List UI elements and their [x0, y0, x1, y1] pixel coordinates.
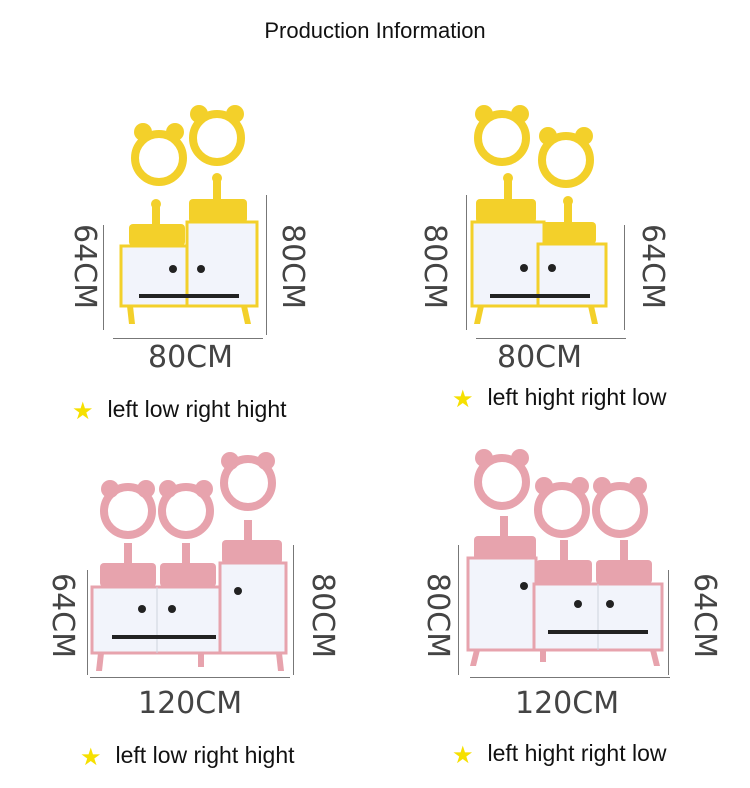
height-label-left: 80CM — [420, 572, 456, 659]
variant-caption: ★left hight right low — [452, 740, 667, 769]
star-icon: ★ — [452, 386, 474, 413]
width-label: 80CM — [148, 340, 234, 375]
star-icon: ★ — [72, 398, 94, 425]
variant-caption: ★left hight right low — [452, 384, 667, 413]
height-label-left: 80CM — [417, 223, 453, 310]
width-label: 80CM — [497, 340, 583, 375]
cabinet-illustration — [466, 449, 664, 666]
height-label-left: 64CM — [67, 223, 103, 310]
height-label-left: 64CM — [45, 572, 81, 659]
bear-ear-mirror-icon — [538, 127, 594, 188]
height-label-right: 80CM — [305, 572, 341, 659]
bear-ear-mirror-icon — [131, 123, 187, 186]
cabinet-illustration — [90, 452, 288, 671]
width-label: 120CM — [515, 686, 620, 721]
cabinet-illustration — [119, 105, 259, 324]
star-icon: ★ — [452, 742, 474, 769]
height-label-right: 64CM — [687, 572, 723, 659]
star-icon: ★ — [80, 744, 102, 771]
variant-caption: ★left low right hight — [72, 396, 287, 425]
height-label-right: 64CM — [635, 223, 671, 310]
bear-ear-mirror-icon — [189, 105, 245, 166]
variant-caption: ★left low right hight — [80, 742, 295, 771]
page-title: Production Information — [264, 18, 486, 43]
cabinet-illustration — [470, 105, 608, 324]
bear-ear-mirror-icon — [474, 105, 530, 166]
width-label: 120CM — [138, 686, 243, 721]
height-label-right: 80CM — [275, 223, 311, 310]
